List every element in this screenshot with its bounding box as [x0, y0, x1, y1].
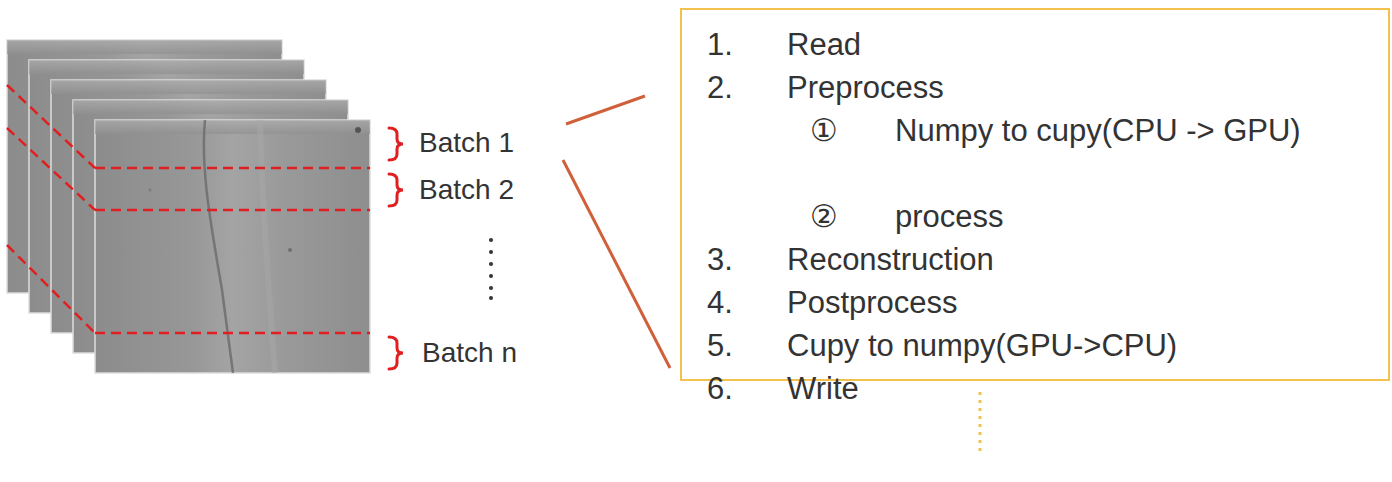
ellipsis-dot: [489, 250, 493, 254]
step-number: 4.: [707, 282, 733, 324]
image-frame: [95, 120, 370, 373]
step-text: Preprocess: [787, 67, 944, 109]
zoom-leader-line: [563, 160, 670, 368]
sample-edge: [204, 120, 233, 373]
continuation-dots: [979, 392, 982, 456]
step-number: 1.: [707, 24, 733, 66]
step-number: ②: [810, 196, 838, 238]
sample-speck: [355, 127, 361, 133]
batch-cut-diagonal: [7, 128, 95, 210]
ellipsis-dot: [489, 262, 493, 266]
ellipsis-dot: [489, 286, 493, 290]
step-number: 6.: [707, 368, 733, 410]
step-text: Numpy to cupy(CPU -> GPU): [895, 110, 1325, 152]
process-box: 1. Read 2. Preprocess① Numpy to cupy(CPU -> …: [680, 8, 1390, 381]
ellipsis-dot: [489, 238, 493, 242]
step-text: Write: [787, 368, 859, 410]
batch-cut-diagonal: [7, 85, 95, 168]
batch-brace: [389, 128, 403, 160]
image-frame-top: [7, 40, 282, 54]
batch-cut-lines: [7, 85, 370, 333]
sample-speck: [288, 248, 292, 252]
batch-brace: [389, 174, 403, 206]
image-frame-top: [29, 60, 304, 74]
ellipsis-dots: [489, 238, 493, 300]
batch-cut-line: [95, 209, 370, 212]
image-frame-top: [73, 100, 348, 114]
batch-braces: [389, 128, 403, 369]
step-number: 3.: [707, 239, 733, 281]
batch-cut-line: [95, 167, 370, 170]
batch-label: Batch 2: [419, 174, 514, 206]
image-frame-top: [95, 120, 370, 134]
ellipsis-dot: [489, 296, 493, 300]
batch-label: Batch n: [422, 337, 517, 369]
sample-speck: [149, 189, 152, 192]
step-text: Reconstruction: [787, 239, 994, 281]
batch-cut-line: [95, 332, 370, 335]
zoom-leader-line: [566, 96, 645, 124]
step-text: process: [895, 196, 1004, 238]
step-text: Read: [787, 24, 861, 66]
step-number: 5.: [707, 325, 733, 367]
step-number: 2.: [707, 67, 733, 109]
batch-brace: [389, 337, 403, 369]
step-text: Cupy to numpy(GPU->CPU): [787, 325, 1177, 367]
sample-band: [260, 120, 275, 373]
batch-cut-diagonal: [7, 245, 95, 333]
image-frame-top: [51, 80, 326, 94]
step-number: ①: [810, 110, 838, 152]
step-text: Postprocess: [787, 282, 958, 324]
batch-label: Batch 1: [419, 127, 514, 159]
ellipsis-dot: [489, 274, 493, 278]
